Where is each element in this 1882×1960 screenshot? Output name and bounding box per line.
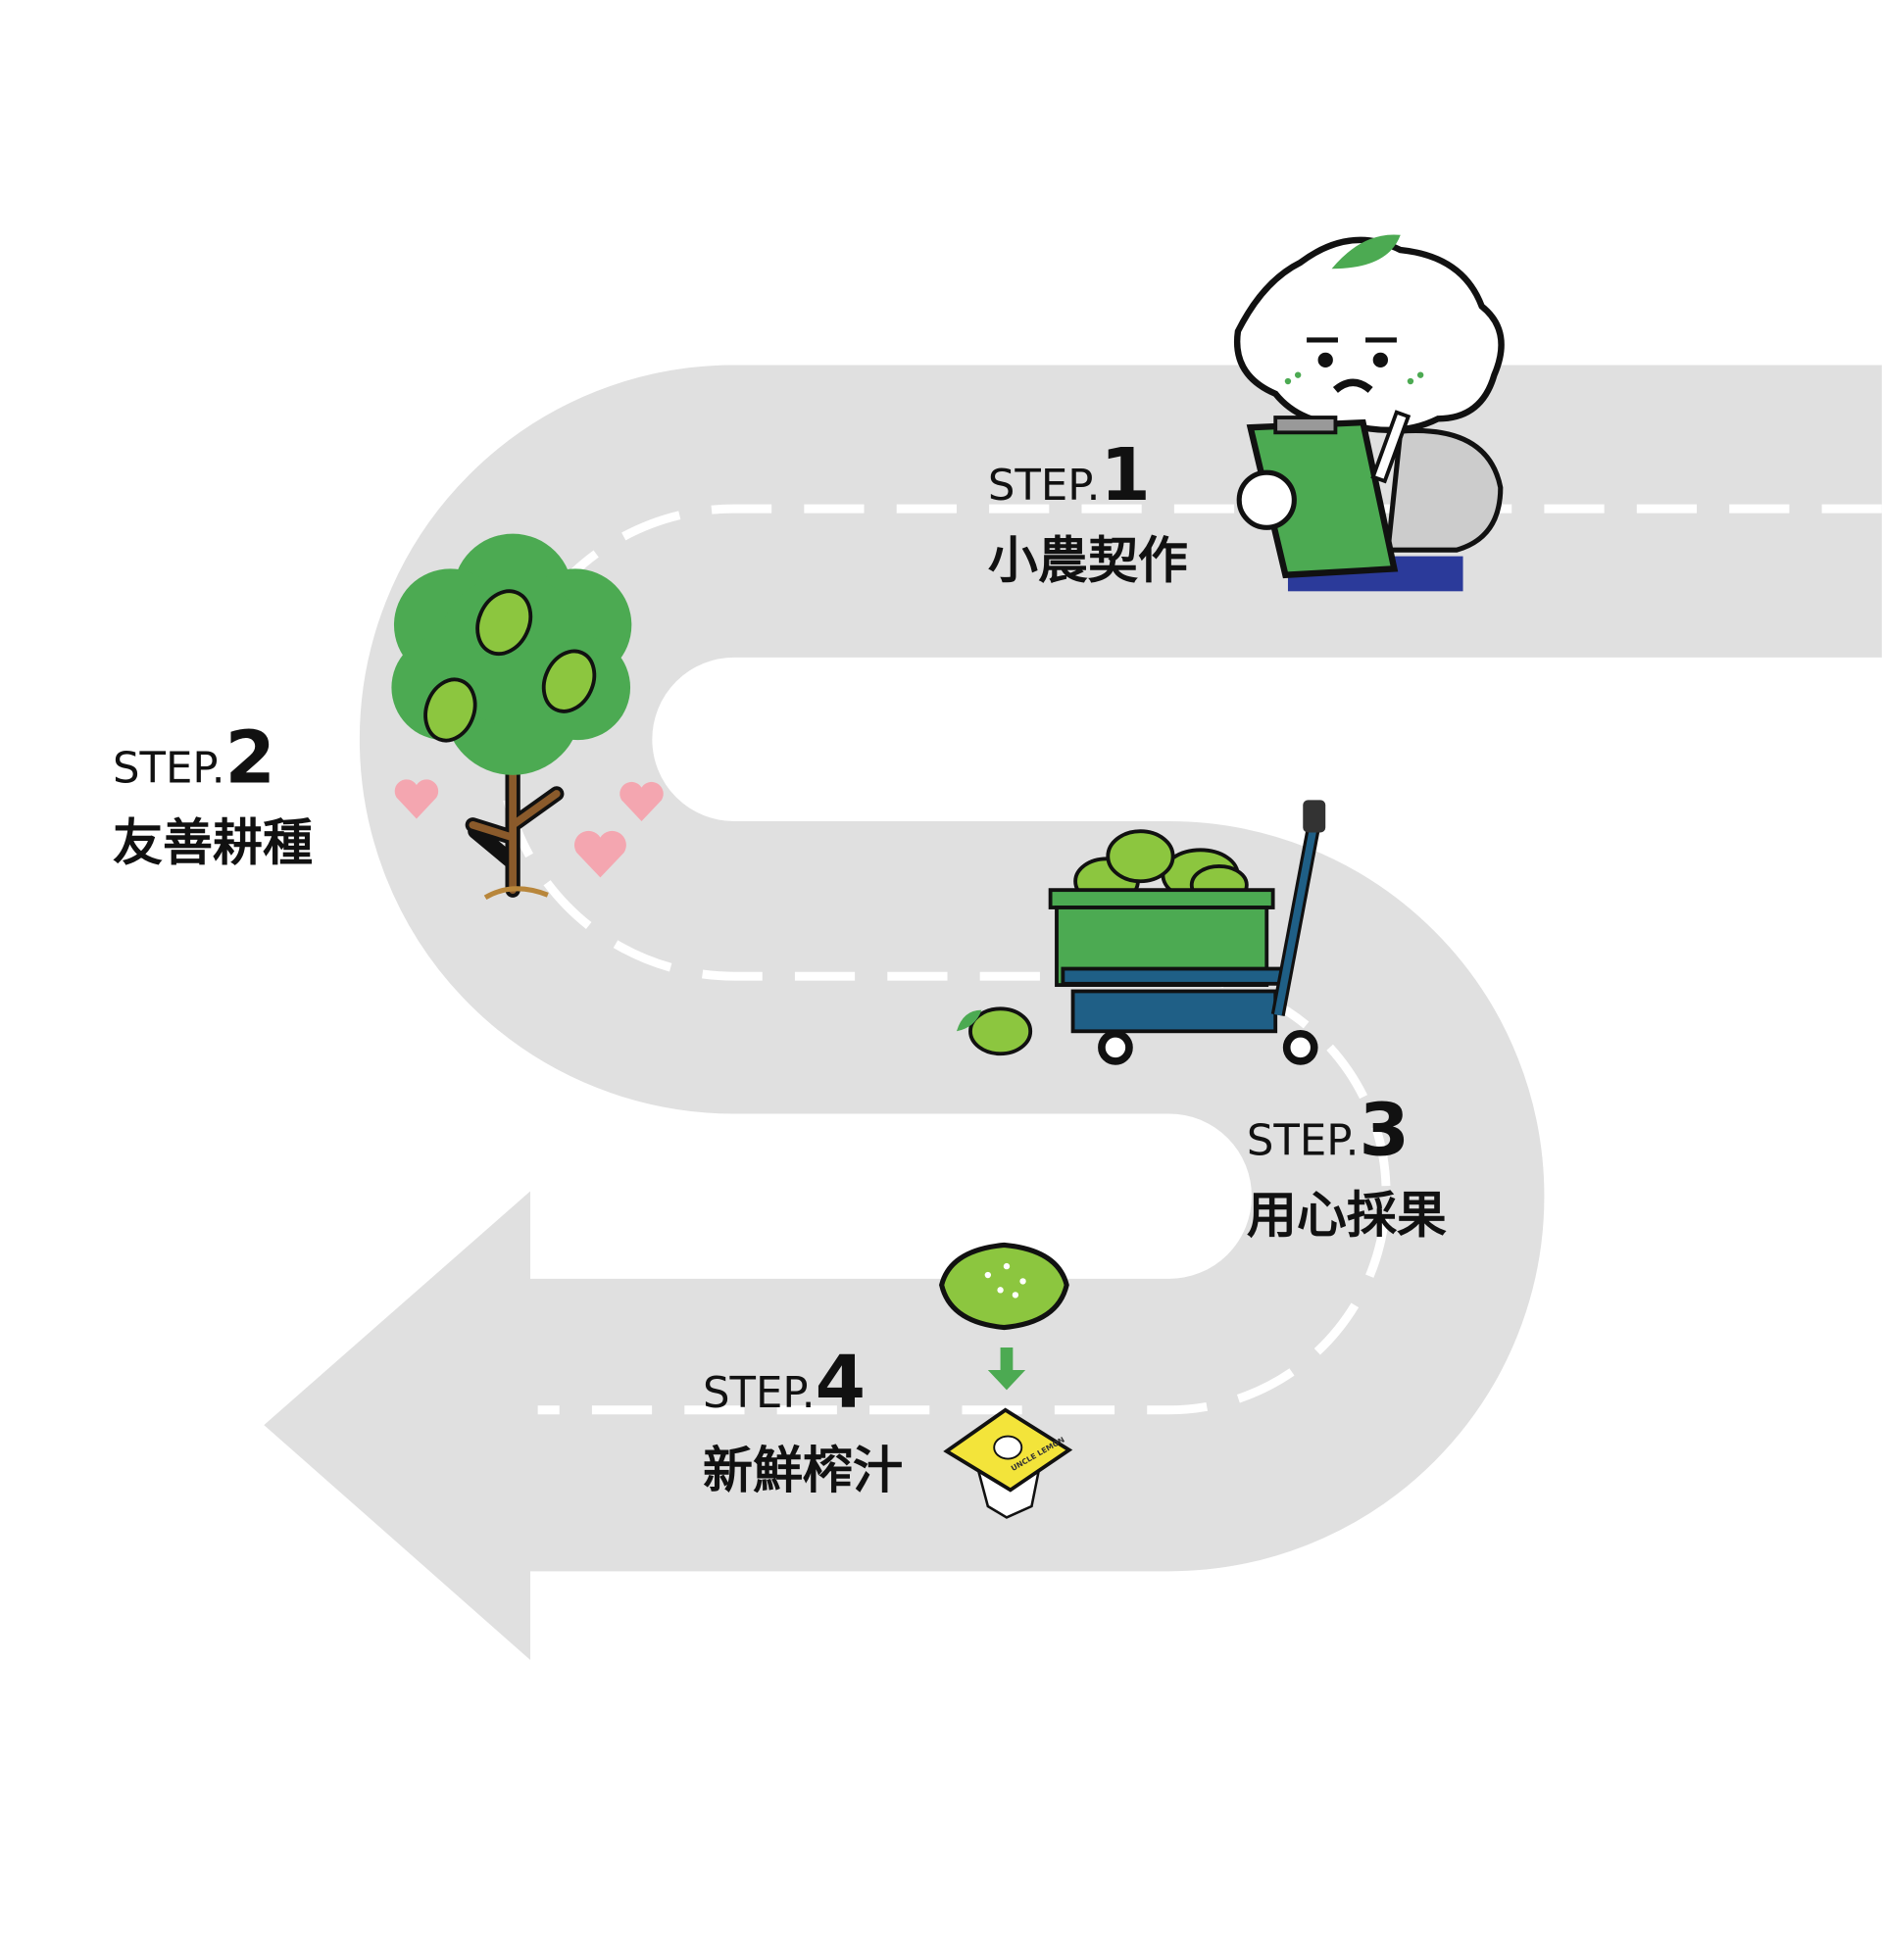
step-3-number: 3 bbox=[1359, 1089, 1409, 1173]
step-2-prefix: STEP. bbox=[113, 744, 225, 793]
heart-icons bbox=[394, 779, 664, 878]
step-4-title: 新鮮榨汁 bbox=[703, 1443, 903, 1500]
step-1-label: STEP.1 bbox=[988, 433, 1151, 517]
step-1-prefix: STEP. bbox=[988, 462, 1101, 511]
road-arrowhead bbox=[264, 1191, 530, 1660]
step-2-title: 友善耕種 bbox=[113, 815, 313, 873]
juice-cup-icon: UNCLE LEMON bbox=[939, 1242, 1073, 1519]
harvest-cart-icon bbox=[956, 800, 1326, 1065]
step-3-title: 用心採果 bbox=[1247, 1188, 1447, 1246]
road-dashed-line bbox=[496, 504, 1882, 1415]
lemon-tree-icon bbox=[391, 533, 664, 901]
farmer-character-icon bbox=[1233, 234, 1505, 592]
step-4-number: 4 bbox=[816, 1341, 866, 1425]
step-4-label: STEP.4 bbox=[703, 1341, 866, 1425]
step-3-prefix: STEP. bbox=[1247, 1117, 1360, 1166]
step-1-title: 小農契作 bbox=[988, 532, 1188, 590]
step-1-number: 1 bbox=[1100, 433, 1150, 517]
step-3-label: STEP.3 bbox=[1247, 1089, 1410, 1173]
step-2-number: 2 bbox=[225, 715, 275, 800]
down-arrow-icon bbox=[987, 1348, 1026, 1391]
step-4-prefix: STEP. bbox=[703, 1369, 816, 1418]
step-2-label: STEP.2 bbox=[113, 715, 275, 800]
